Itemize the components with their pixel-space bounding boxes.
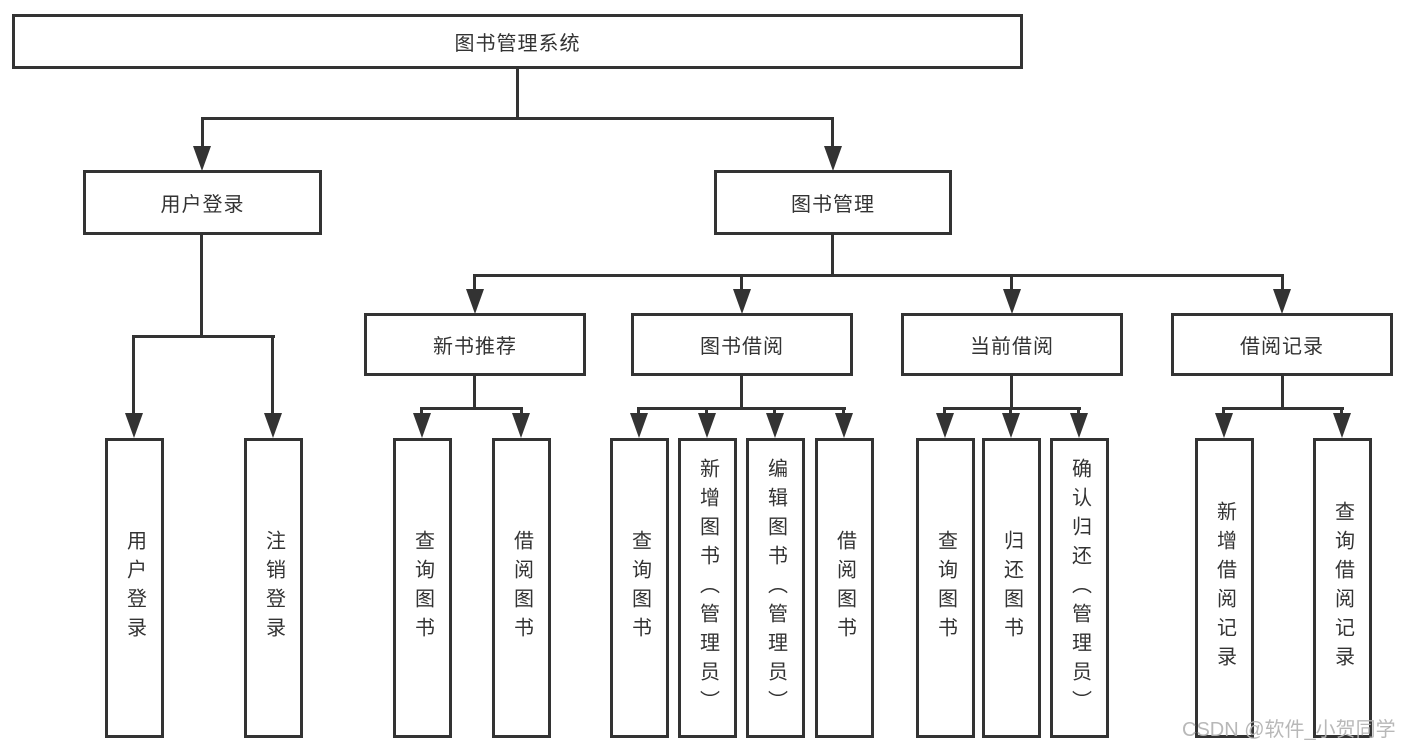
arrowhead-down-icon [1003, 289, 1021, 314]
connector-line [1009, 407, 1012, 416]
leaf-add-books-admin: 新增图书（管理员） [678, 438, 737, 738]
arrowhead-down-icon [630, 413, 648, 438]
connector-line [420, 407, 523, 410]
leaf-edit-books-admin: 编辑图书（管理员） [746, 438, 805, 738]
connector-line [831, 117, 834, 148]
arrowhead-down-icon [193, 146, 211, 171]
arrowhead-down-icon [413, 413, 431, 438]
connector-line [420, 407, 423, 416]
arrowhead-down-icon [733, 289, 751, 314]
connector-line [473, 376, 476, 410]
leaf-add-borrow-record: 新增借阅记录 [1195, 438, 1254, 738]
leaf-confirm-return-admin: 确认归还（管理员） [1050, 438, 1109, 738]
connector-line [201, 117, 834, 120]
leaf-label: 借阅图书 [833, 530, 856, 646]
connector-line [1281, 274, 1284, 291]
connector-line [740, 274, 743, 291]
connector-line [1340, 407, 1343, 416]
connector-line [831, 235, 834, 277]
arrowhead-down-icon [125, 413, 143, 438]
leaf-label: 确认归还（管理员） [1068, 457, 1091, 719]
leaf-borrow-books: 借阅图书 [815, 438, 874, 738]
connector-line [637, 407, 846, 410]
node-label: 图书管理 [791, 194, 875, 216]
arrowhead-down-icon [766, 413, 784, 438]
connector-line [1010, 274, 1013, 291]
leaf-query-books-borrow: 查询图书 [610, 438, 669, 738]
node-label: 图书借阅 [700, 336, 784, 358]
arrowhead-down-icon [512, 413, 530, 438]
connector-line [773, 407, 776, 416]
node-label: 用户登录 [160, 194, 245, 216]
connector-line [133, 335, 275, 338]
connector-line [520, 407, 523, 416]
node-book-management: 图书管理 [714, 170, 952, 235]
leaf-borrow-books-recommend: 借阅图书 [492, 438, 551, 738]
connector-line [637, 407, 640, 416]
connector-line [473, 274, 476, 291]
arrowhead-down-icon [698, 413, 716, 438]
node-user-login: 用户登录 [83, 170, 322, 235]
leaf-label: 新增借阅记录 [1213, 501, 1236, 675]
leaf-query-books-recommend: 查询图书 [393, 438, 452, 738]
node-book-borrow: 图书借阅 [631, 313, 853, 376]
arrowhead-down-icon [1333, 413, 1351, 438]
leaf-label: 新增图书（管理员） [696, 457, 719, 719]
arrowhead-down-icon [824, 146, 842, 171]
connector-line [705, 407, 708, 416]
leaf-label: 注销登录 [262, 530, 285, 646]
leaf-logout: 注销登录 [244, 438, 303, 738]
arrowhead-down-icon [1070, 413, 1088, 438]
connector-line [516, 68, 519, 119]
connector-line [1281, 376, 1284, 410]
arrowhead-down-icon [936, 413, 954, 438]
node-borrow-records: 借阅记录 [1171, 313, 1393, 376]
connector-line [132, 335, 135, 414]
node-label: 图书管理系统 [454, 33, 581, 55]
connector-line [1010, 376, 1013, 410]
node-label: 借阅记录 [1240, 336, 1324, 358]
leaf-label: 查询图书 [628, 530, 651, 646]
arrowhead-down-icon [835, 413, 853, 438]
arrowhead-down-icon [1215, 413, 1233, 438]
connector-line [842, 407, 845, 416]
leaf-label: 查询借阅记录 [1331, 501, 1354, 675]
connector-line [1222, 407, 1344, 410]
node-new-book-recommend: 新书推荐 [364, 313, 586, 376]
leaf-label: 归还图书 [1000, 530, 1023, 646]
leaf-label: 查询图书 [934, 530, 957, 646]
leaf-return-books: 归还图书 [982, 438, 1041, 738]
connector-line [473, 274, 1284, 277]
arrowhead-down-icon [264, 413, 282, 438]
leaf-label: 查询图书 [411, 530, 434, 646]
connector-line [201, 117, 204, 148]
connector-line [740, 376, 743, 410]
arrowhead-down-icon [1002, 413, 1020, 438]
leaf-label: 借阅图书 [510, 530, 533, 646]
arrowhead-down-icon [1273, 289, 1291, 314]
connector-line [271, 335, 274, 414]
connector-line [943, 407, 946, 416]
connector-line [943, 407, 1081, 410]
node-label: 当前借阅 [970, 336, 1054, 358]
leaf-label: 用户登录 [123, 530, 146, 646]
leaf-user-login: 用户登录 [105, 438, 164, 738]
leaf-query-borrow-record: 查询借阅记录 [1313, 438, 1372, 738]
node-library-system: 图书管理系统 [12, 14, 1023, 69]
csdn-watermark: CSDN @软件_小贺同学 [1182, 719, 1396, 741]
connector-line [1077, 407, 1080, 416]
connector-line [200, 235, 203, 337]
leaf-query-books-current: 查询图书 [916, 438, 975, 738]
node-label: 新书推荐 [433, 336, 517, 358]
leaf-label: 编辑图书（管理员） [764, 457, 787, 719]
arrowhead-down-icon [466, 289, 484, 314]
node-current-borrow: 当前借阅 [901, 313, 1123, 376]
connector-line [1222, 407, 1225, 416]
